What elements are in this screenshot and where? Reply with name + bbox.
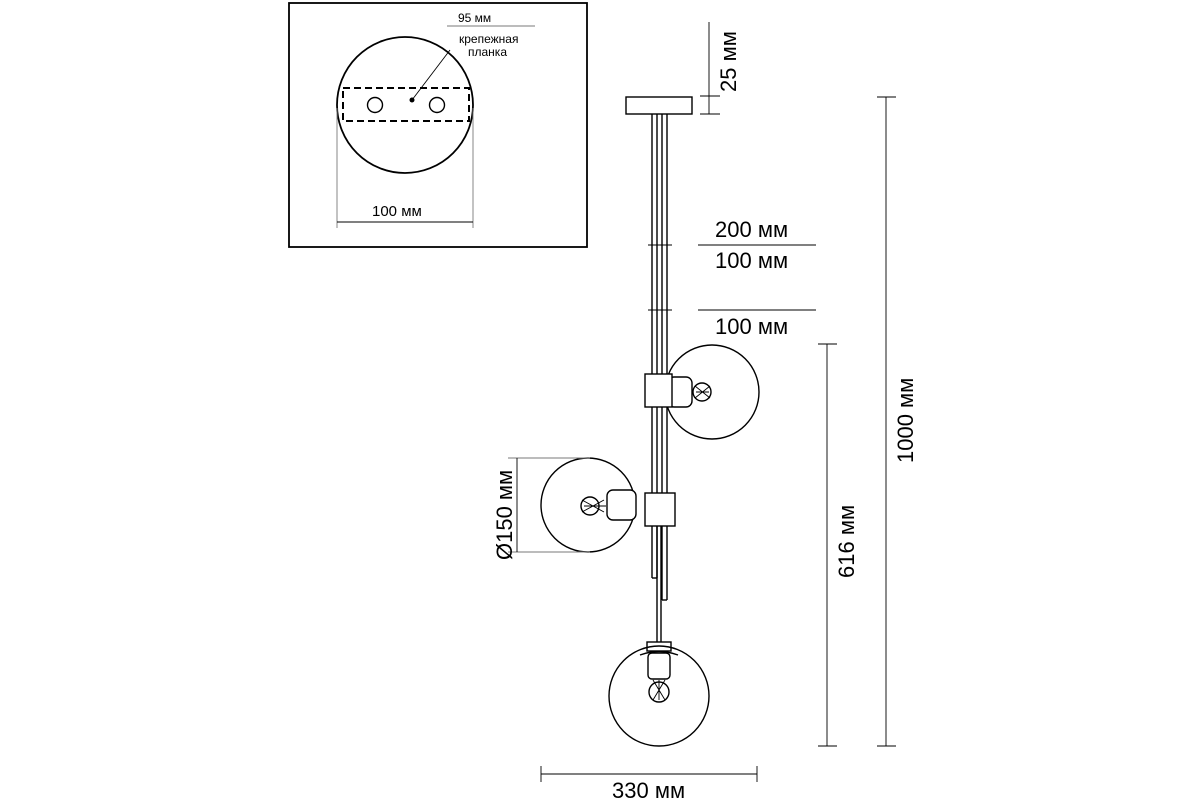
canopy: [625, 96, 693, 115]
rod-short-label: 100 мм: [715, 314, 788, 339]
canopy-height-label: 25 мм: [716, 31, 741, 92]
canopy-diameter-label: 100 мм: [372, 203, 422, 220]
total-height-label: 1000 мм: [893, 378, 918, 463]
plate-label-1: крепежная: [459, 32, 518, 46]
upper-shade: [644, 344, 760, 440]
body-height-label: 616 мм: [834, 505, 859, 578]
shade-diameter-label: Ø150 мм: [492, 470, 517, 560]
plate-label-2: планка: [468, 45, 507, 59]
screw-hole-right: [428, 96, 446, 114]
upper-filament: [694, 385, 711, 399]
mounting-bar: [342, 87, 470, 122]
canopy-circle: [336, 36, 474, 174]
middle-filament: [581, 499, 606, 513]
screw-hole-left: [366, 96, 384, 114]
middle-clamp: [644, 492, 676, 527]
bottom-shade-cap: [639, 650, 679, 656]
plate-leader: [411, 49, 451, 101]
bottom-shade-globe: [608, 645, 710, 747]
rod-long-label: 200 мм: [715, 217, 788, 242]
upper-bulb: [692, 382, 712, 402]
inset-frame: [288, 2, 588, 248]
bottom-filament: [652, 679, 666, 701]
total-width-label: 330 мм: [612, 778, 685, 800]
rod-mid-label: 100 мм: [715, 248, 788, 273]
lamp-body: [540, 96, 760, 747]
upper-clamp: [644, 373, 673, 408]
bottom-socket: [647, 652, 671, 680]
hole-spacing-label: 95 мм: [458, 11, 491, 25]
bottom-shade: [608, 641, 710, 747]
mounting-plate-inset: 95 мм крепежная планка 100 мм: [288, 2, 588, 248]
dimension-annotations: 25 мм 200 мм 100 мм 100 мм 1000 мм 616 м…: [492, 22, 918, 800]
middle-shade: [540, 457, 676, 553]
middle-socket: [606, 489, 637, 521]
